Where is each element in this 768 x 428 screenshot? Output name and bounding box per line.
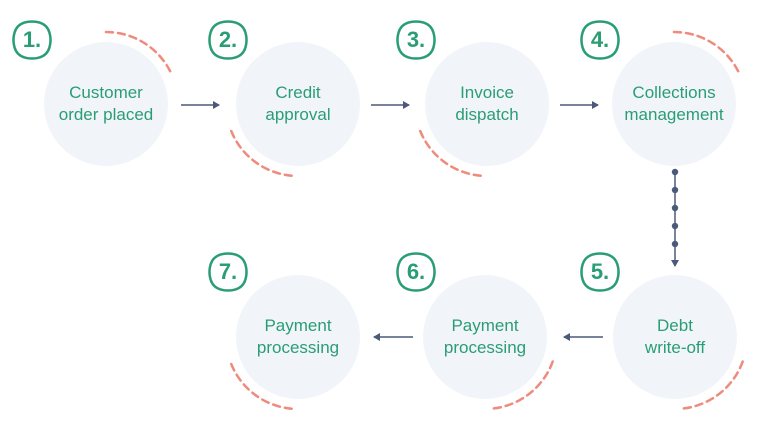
step-1-line1: Customer (69, 83, 143, 102)
step-1-label: Customer order placed (44, 82, 168, 126)
step-6-line1: Payment (451, 316, 519, 335)
step-5-label: Debt write-off (613, 315, 737, 359)
step-7-badge-outline (208, 252, 248, 292)
step-2-circle (236, 42, 360, 166)
step-3-accent-arc (418, 127, 482, 177)
step-2-label: Credit approval (236, 82, 360, 126)
step-2-badge-outline (208, 20, 248, 60)
step-3-badge-outline (396, 20, 436, 60)
step-5-number: 5. (590, 259, 610, 284)
step-6-label: Payment processing (423, 315, 547, 359)
step-4-accent-arc (672, 30, 741, 75)
step-2-line2: approval (265, 105, 331, 124)
connector-dot-1 (671, 168, 679, 176)
step-3-label: Invoice dispatch (425, 82, 549, 126)
step-2-number: 2. (218, 27, 238, 52)
step-5-accent-arc (680, 360, 744, 410)
step-1-badge-outline (12, 20, 52, 60)
step-3-line2: dispatch (455, 105, 519, 124)
step-6-line2: processing (443, 338, 527, 357)
step-1-line2: order placed (58, 105, 154, 124)
step-6-number: 6. (406, 259, 426, 284)
step-3-number: 3. (406, 27, 426, 52)
step-7-line1: Payment (264, 316, 332, 335)
connector-dot-5 (671, 240, 679, 248)
step-1-number: 1. (22, 27, 42, 52)
step-4-circle (612, 42, 736, 166)
step-5-line2: write-off (644, 338, 706, 357)
step-4-number: 4. (590, 27, 610, 52)
step-7-line2: processing (256, 338, 340, 357)
connector-dot-2 (671, 186, 679, 194)
step-7-number: 7. (218, 259, 238, 284)
step-5-badge-outline (580, 252, 620, 292)
step-5-line1: Debt (657, 316, 693, 335)
step-4-badge-outline (580, 20, 620, 60)
step-4-line2: management (624, 105, 724, 124)
connector-dot-4 (671, 222, 679, 230)
step-2-line1: Credit (275, 83, 321, 102)
step-6-badge-outline (396, 252, 436, 292)
step-6-circle (423, 275, 547, 399)
step-4-line1: Collections (632, 83, 716, 102)
step-1-circle (44, 42, 168, 166)
step-7-accent-arc (229, 360, 293, 410)
step-3-line1: Invoice (460, 83, 514, 102)
step-3-circle (425, 42, 549, 166)
step-1-accent-arc (104, 30, 173, 75)
step-4-label: Collections management (612, 82, 736, 126)
step-7-label: Payment processing (236, 315, 360, 359)
step-6-accent-arc (490, 360, 554, 410)
step-7-circle (236, 275, 360, 399)
step-2-accent-arc (229, 127, 293, 177)
connector-dot-3 (671, 204, 679, 212)
step-5-circle (613, 275, 737, 399)
